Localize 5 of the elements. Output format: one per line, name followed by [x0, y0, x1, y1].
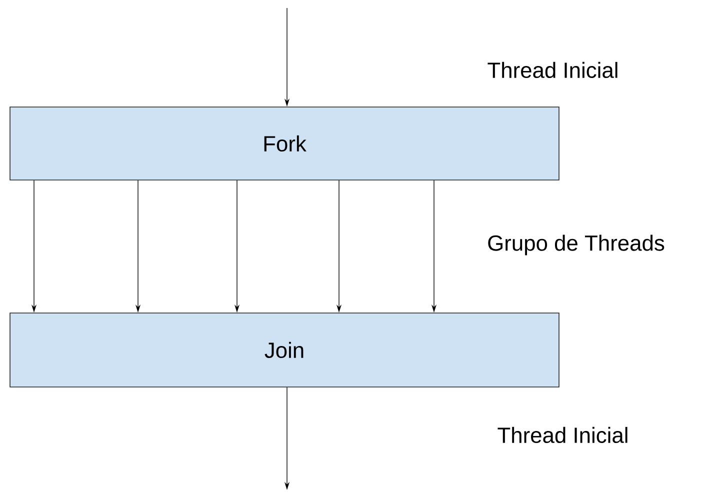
process-box: Join [10, 312, 560, 388]
text-label: Thread Inicial [488, 62, 618, 78]
text-label: Grupo de Threads [488, 234, 664, 256]
process-box: Fork [10, 106, 560, 180]
text-label: Thread Inicial [498, 426, 628, 444]
